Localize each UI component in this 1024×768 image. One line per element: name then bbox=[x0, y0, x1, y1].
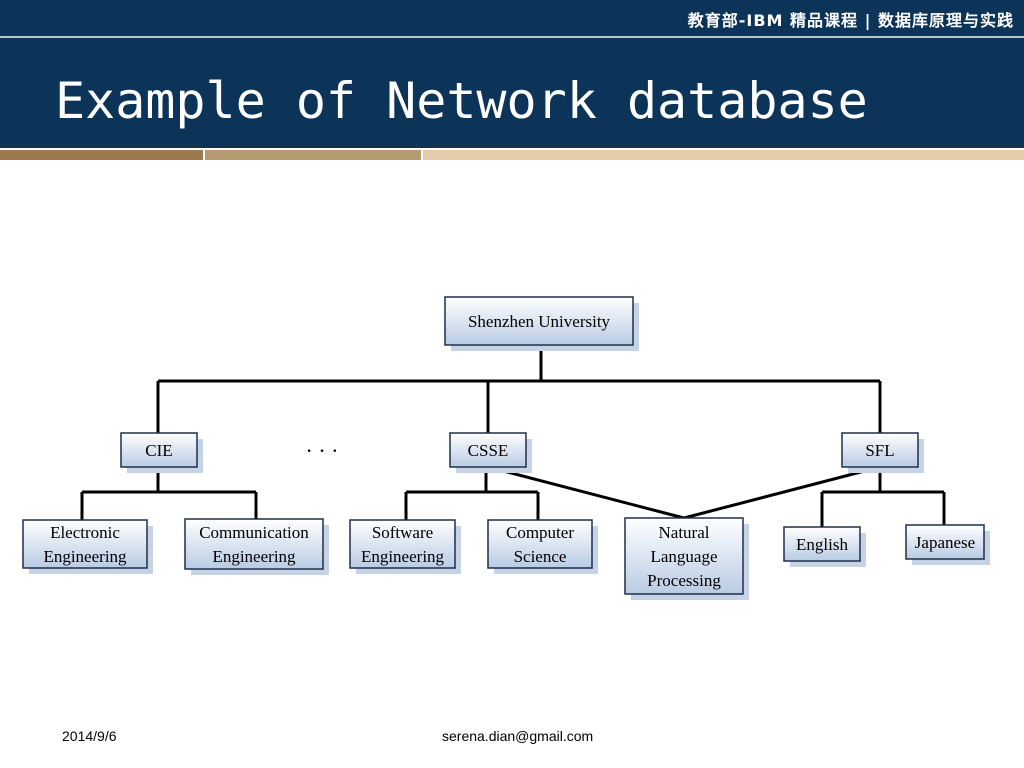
node-cie-box bbox=[120, 432, 198, 468]
header-top-bar bbox=[0, 0, 1024, 36]
header-divider bbox=[0, 36, 1024, 38]
node-csse: CSSE bbox=[449, 432, 532, 473]
node-cie-label-0: CIE bbox=[145, 441, 172, 460]
course-banner: 教育部-IBM 精品课程 | 数据库原理与实践 bbox=[687, 11, 1014, 30]
node-root-box bbox=[444, 296, 634, 346]
node-root: Shenzhen University bbox=[444, 296, 639, 351]
accent-stripe-light bbox=[423, 150, 1024, 160]
node-communication-label-0: Communication bbox=[199, 523, 309, 542]
accent-stripe-dark bbox=[0, 150, 203, 160]
node-electronic-label-1: Engineering bbox=[43, 547, 127, 566]
node-electronic-box bbox=[22, 519, 148, 569]
node-csse-box bbox=[449, 432, 527, 468]
node-communication-label-1: Engineering bbox=[212, 547, 296, 566]
ellipsis-more-departments: · · · bbox=[306, 438, 339, 463]
node-sfl-label-0: SFL bbox=[865, 441, 894, 460]
accent-stripe-mid bbox=[205, 150, 421, 160]
node-software-label-1: Engineering bbox=[361, 547, 445, 566]
node-english-label-0: English bbox=[796, 535, 848, 554]
node-nlp-label-0: Natural bbox=[659, 523, 710, 542]
node-japanese-label-0: Japanese bbox=[915, 533, 975, 552]
node-english: English bbox=[783, 526, 866, 567]
node-nlp-label-1: Language bbox=[650, 547, 717, 566]
node-communication-box bbox=[184, 518, 324, 570]
footer-email: serena.dian@gmail.com bbox=[442, 728, 594, 744]
node-english-box bbox=[783, 526, 861, 562]
node-software-label-0: Software bbox=[372, 523, 433, 542]
title-band bbox=[0, 38, 1024, 148]
node-japanese: Japanese bbox=[905, 524, 990, 565]
node-computer-label-1: Science bbox=[514, 547, 567, 566]
footer-date: 2014/9/6 bbox=[62, 728, 117, 744]
node-software-box bbox=[349, 519, 456, 569]
node-sfl-box bbox=[841, 432, 919, 468]
node-computer-label-0: Computer bbox=[506, 523, 574, 542]
connector-csse-nlp bbox=[487, 465, 685, 520]
node-japanese-box bbox=[905, 524, 985, 560]
node-computer-box bbox=[487, 519, 593, 569]
page-title: Example of Network database bbox=[55, 72, 868, 130]
node-sfl: SFL bbox=[841, 432, 924, 473]
connector-sfl-nlp bbox=[683, 465, 881, 520]
node-nlp-box bbox=[624, 517, 744, 595]
node-cie: CIE bbox=[120, 432, 203, 473]
node-nlp-label-2: Processing bbox=[647, 571, 721, 590]
node-csse-label-0: CSSE bbox=[468, 441, 509, 460]
connector-lines bbox=[80, 345, 946, 527]
node-root-label-0: Shenzhen University bbox=[468, 312, 611, 331]
node-electronic-label-0: Electronic bbox=[50, 523, 120, 542]
